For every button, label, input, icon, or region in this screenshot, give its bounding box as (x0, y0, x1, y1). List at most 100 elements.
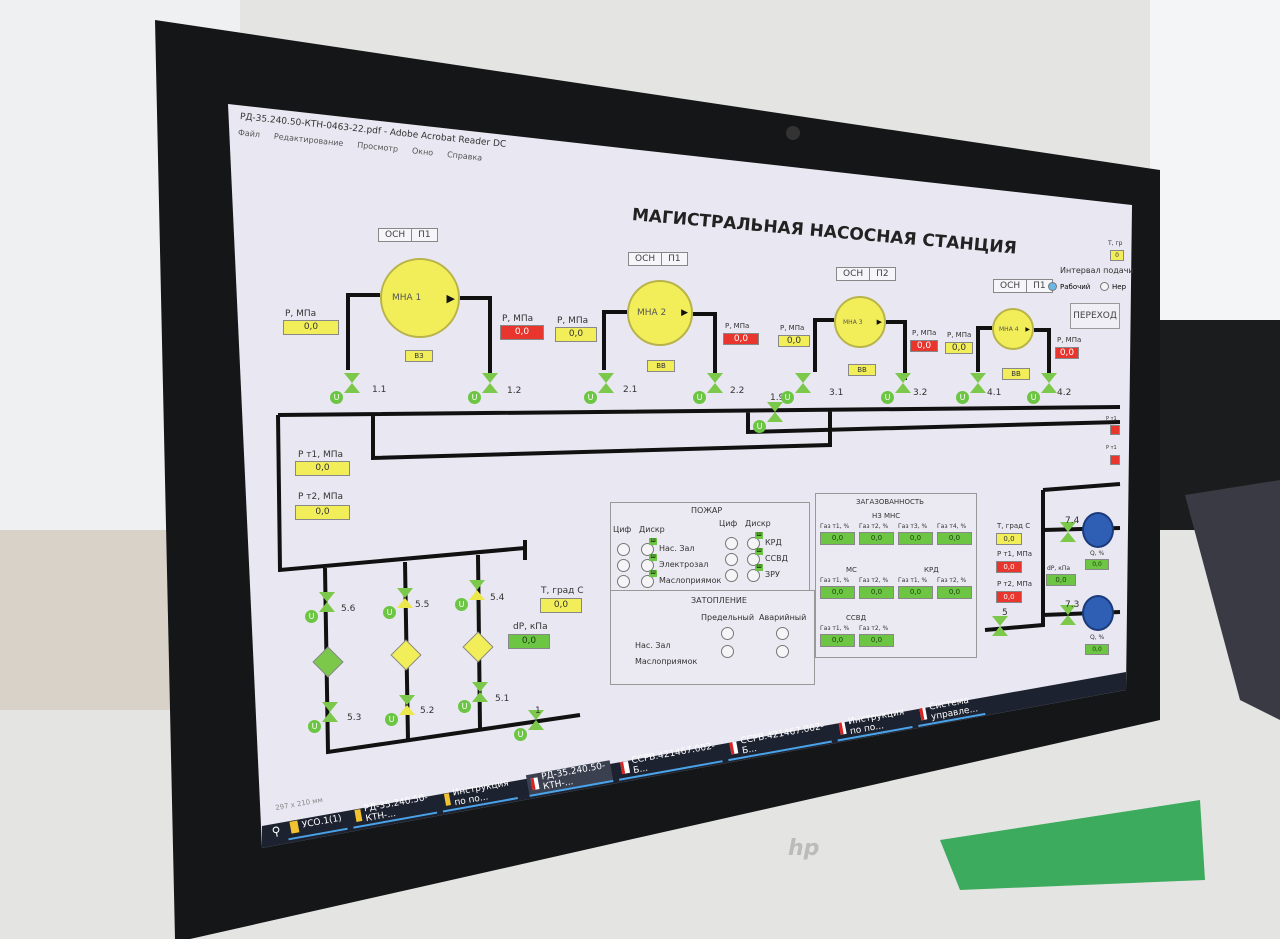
valve-icon[interactable] (893, 372, 913, 394)
valve-icon[interactable] (342, 372, 362, 394)
folder-icon (443, 793, 451, 806)
valve-icon[interactable] (1039, 372, 1059, 394)
pressure-value: 0,0 (778, 335, 810, 347)
gas-label: Газ т2, % (937, 577, 967, 584)
pt2-value: 0,0 (295, 505, 350, 520)
valve-icon[interactable] (526, 709, 546, 731)
app-icon[interactable] (521, 781, 524, 793)
radio-non[interactable]: Нер (1100, 282, 1126, 291)
pump-name: МНА 2 (637, 308, 667, 318)
pump-mna-1[interactable]: МНА 1▶ (380, 258, 460, 338)
valve-status-icon: U (881, 391, 894, 404)
valve-status-icon: U (584, 391, 597, 404)
fire-disc-indicator (641, 543, 654, 556)
valve-icon[interactable] (467, 579, 487, 601)
valve-icon[interactable] (320, 701, 340, 723)
radio-empty-icon (1100, 282, 1109, 291)
pump-state: ВВ (848, 364, 876, 376)
pump-pos: П2 (876, 269, 889, 279)
webcam-icon (786, 126, 800, 140)
valve-label: 1.1 (372, 385, 387, 395)
r-temp-value: 0,0 (996, 533, 1022, 545)
fire-row-label: КРД (765, 538, 782, 547)
fire-flag: Ш (755, 564, 763, 571)
booster-pump-1[interactable] (1082, 512, 1114, 548)
gas-label: Газ т1, % (820, 577, 850, 584)
valve-icon[interactable] (395, 587, 415, 609)
valve-label: 7.3 (1065, 600, 1080, 610)
valve-status-icon: U (305, 610, 318, 623)
taskbar-bg (262, 672, 1126, 848)
radio-work[interactable]: Рабочий (1048, 282, 1090, 291)
booster-pump-2[interactable] (1082, 595, 1114, 631)
valve-icon[interactable] (317, 591, 337, 613)
flood-col1: Предельный (701, 613, 755, 622)
pump-mna-3[interactable]: МНА 3▶ (834, 296, 886, 348)
q1-value: 0,0 (1085, 559, 1109, 570)
gas-value: 0,0 (859, 634, 894, 647)
flood-row-1: Нас. Зал (635, 641, 671, 650)
valve-label: 5.2 (420, 706, 435, 716)
valve-icon[interactable] (990, 615, 1010, 637)
valve-icon[interactable] (480, 372, 500, 394)
gas-value: 0,0 (820, 586, 855, 599)
valve-icon[interactable] (765, 401, 785, 423)
valve-label: 5 (1002, 608, 1008, 618)
gas-value: 0,0 (820, 634, 855, 647)
pump-mna-2[interactable]: МНА 2 ▶ (627, 280, 693, 346)
t-value: 0 (1110, 250, 1124, 261)
valve-label: 5.1 (495, 694, 510, 704)
gas-label: Газ т1, % (820, 523, 850, 530)
search-icon[interactable]: ⚲ (270, 823, 282, 840)
flood-indicator (776, 645, 789, 658)
laptop (1185, 480, 1280, 720)
valve-icon[interactable] (596, 372, 616, 394)
valve-label: 3.2 (913, 388, 928, 398)
interval-label: Интервал подачи (1060, 266, 1134, 275)
valve-icon[interactable] (968, 372, 988, 394)
fire-row-label: Электрозал (659, 560, 709, 569)
gas-label: Газ т2, % (859, 577, 889, 584)
valve-label: 2.2 (730, 386, 745, 396)
edge-value-1 (1110, 425, 1120, 435)
valve-label: 5.6 (341, 604, 356, 614)
play-arrow-icon: ▶ (681, 308, 688, 318)
fire-row-label: ССВД (765, 554, 788, 563)
valve-status-icon: U (468, 391, 481, 404)
r-dp-label: dP, кПа (1047, 565, 1071, 572)
valve-icon[interactable] (793, 372, 813, 394)
pressure-label: Р, МПа (912, 329, 937, 337)
play-arrow-icon: ▶ (1025, 325, 1030, 333)
fire-row-label: Маслоприямок (659, 576, 722, 585)
t-label: Т, гр (1108, 240, 1123, 247)
play-arrow-icon: ▶ (876, 318, 882, 326)
gas-label: Газ т2, % (859, 625, 889, 632)
valve-label: 2.1 (623, 385, 638, 395)
valve-icon[interactable] (470, 681, 490, 703)
valve-status-icon: U (308, 720, 321, 733)
valve-icon[interactable] (397, 694, 417, 716)
valve-label: 1.2 (507, 386, 522, 396)
valve-icon[interactable] (1058, 604, 1078, 626)
r-pt2-value: 0,0 (996, 591, 1022, 603)
flood-indicator (721, 645, 734, 658)
fire-disc-indicator (747, 537, 760, 550)
pump-mna-4[interactable]: МНА 4 ▶ (992, 308, 1034, 350)
valve-label: 4.1 (987, 388, 1002, 398)
pump-mode: ОСН (994, 280, 1028, 292)
pressure-label: Р, МПа (725, 322, 750, 330)
pressure-label: Р, МПа (947, 331, 972, 339)
pump-name: МНА 4 (999, 325, 1019, 333)
pump-pos: П1 (418, 230, 431, 240)
transition-button[interactable]: ПЕРЕХОД (1070, 303, 1120, 329)
valve-icon[interactable] (705, 372, 725, 394)
radio-selected-icon (1048, 282, 1057, 291)
valve-icon[interactable] (1058, 521, 1078, 543)
valve-status-icon: U (330, 391, 343, 404)
gas-label: Газ т1, % (820, 625, 850, 632)
gas-label: Газ т4, % (937, 523, 967, 530)
pressure-value: 0,0 (910, 340, 938, 352)
pressure-label: Р, МПа (502, 314, 534, 324)
fire-flag: Ш (755, 532, 763, 539)
